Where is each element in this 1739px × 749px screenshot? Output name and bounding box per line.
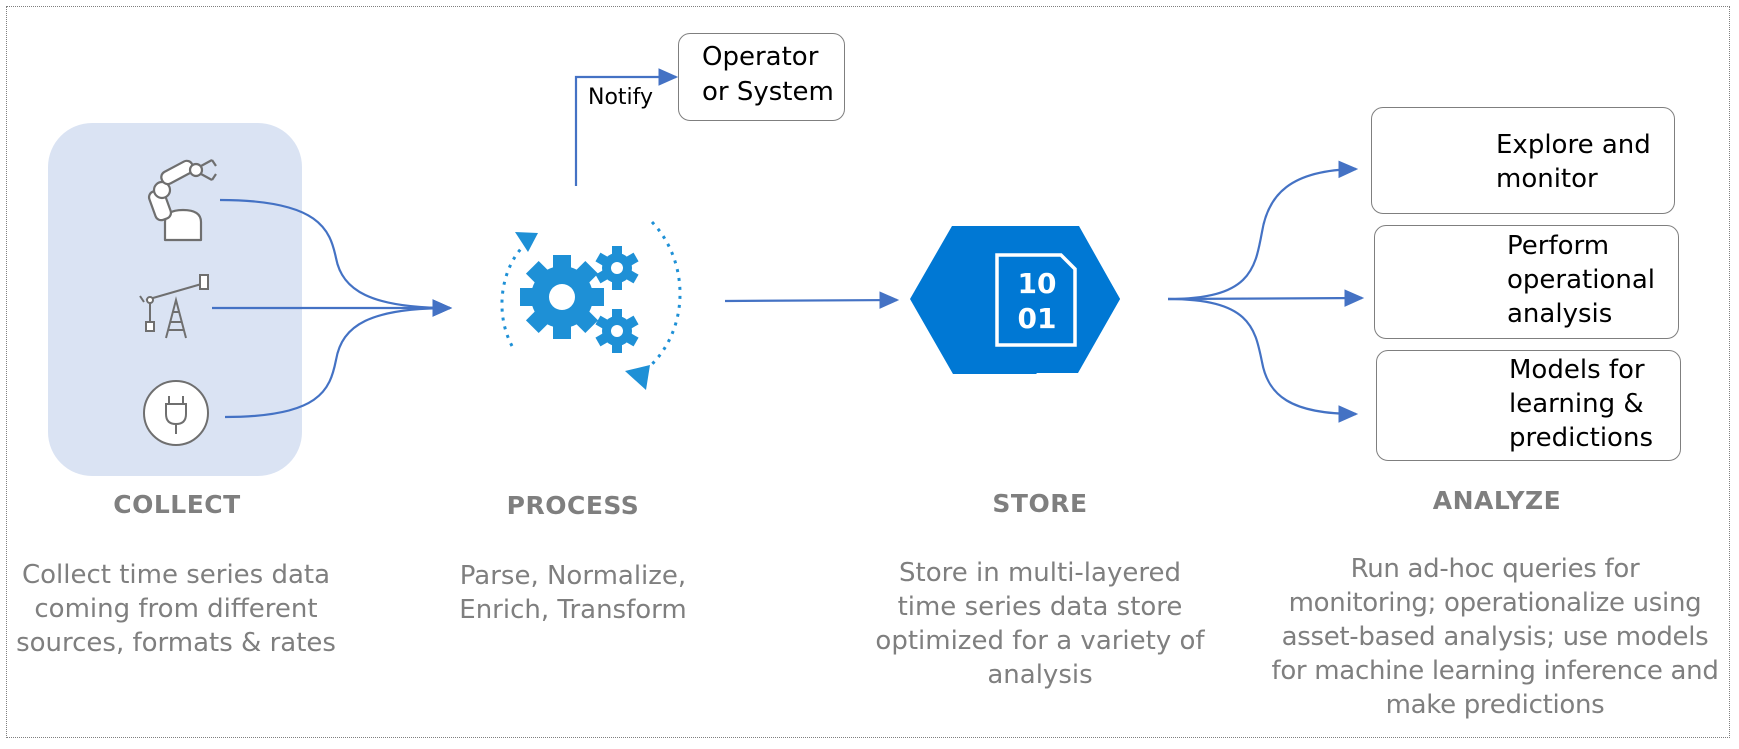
analyze-desc-line-5: make predictions xyxy=(1385,690,1605,720)
collect-panel xyxy=(48,123,302,476)
analyze-desc-line-4: for machine learning inference and xyxy=(1271,656,1719,686)
notify-arrow xyxy=(574,68,679,186)
operator-system-box: Operator or System xyxy=(678,33,845,121)
robot-arm-icon xyxy=(147,159,217,242)
analyze-box-explore: Explore and monitor xyxy=(1371,107,1675,214)
process-desc-line-2: Enrich, Transform xyxy=(459,595,687,625)
store-title: STORE xyxy=(992,489,1088,518)
store-digits-top: 10 xyxy=(1018,267,1057,300)
analyze-box-operational: Perform operational analysis xyxy=(1374,225,1679,339)
notify-label: Notify xyxy=(588,85,654,110)
models-line-3: predictions xyxy=(1509,423,1653,453)
store-hexagon-icon: 10 01 xyxy=(910,226,1120,374)
collect-description: Collect time series data coming from dif… xyxy=(16,558,336,660)
pump-jack-icon xyxy=(139,274,209,339)
store-description: Store in multi-layered time series data … xyxy=(860,556,1220,692)
operator-system-label: Operator or System xyxy=(702,40,834,110)
operational-line-3: analysis xyxy=(1507,299,1613,329)
store-digits-bottom: 01 xyxy=(1018,302,1057,335)
operational-line-2: operational xyxy=(1507,265,1655,295)
analyze-title: ANALYZE xyxy=(1432,486,1562,515)
explore-label: Explore and monitor xyxy=(1496,128,1651,196)
explore-line-1: Explore and xyxy=(1496,130,1651,160)
process-desc-line-1: Parse, Normalize, xyxy=(459,561,687,591)
process-to-store-arrow xyxy=(724,291,900,309)
process-description: Parse, Normalize, Enrich, Transform xyxy=(433,559,713,627)
store-desc-line-2: time series data store xyxy=(897,592,1183,622)
analyze-desc-line-1: Run ad-hoc queries for xyxy=(1350,554,1640,584)
collect-desc-line-3: sources, formats & rates xyxy=(16,628,336,658)
models-line-1: Models for xyxy=(1509,355,1645,385)
process-gears-icon xyxy=(500,220,682,390)
process-title: PROCESS xyxy=(506,491,640,520)
analyze-desc-line-3: asset-based analysis; use models xyxy=(1281,622,1709,652)
analyze-desc-line-2: monitoring; operationalize using xyxy=(1288,588,1702,618)
operational-line-1: Perform xyxy=(1507,231,1610,261)
models-line-2: learning & xyxy=(1509,389,1644,419)
store-desc-line-3: optimized for a variety of xyxy=(875,626,1205,656)
collect-desc-line-1: Collect time series data xyxy=(21,560,331,590)
power-plug-icon xyxy=(143,380,209,446)
store-to-analyze-arrows xyxy=(1167,160,1365,423)
collect-desc-line-2: coming from different xyxy=(34,594,318,624)
operator-line-1: Operator xyxy=(702,42,819,72)
store-desc-line-1: Store in multi-layered xyxy=(899,558,1181,588)
analyze-description: Run ad-hoc queries for monitoring; opera… xyxy=(1255,552,1735,722)
explore-line-2: monitor xyxy=(1496,164,1598,194)
store-desc-line-4: analysis xyxy=(987,660,1093,690)
diagram-frame xyxy=(6,6,1730,738)
analyze-box-models: Models for learning & predictions xyxy=(1376,350,1681,461)
collect-title: COLLECT xyxy=(113,490,241,519)
models-label: Models for learning & predictions xyxy=(1509,353,1653,455)
collect-to-process-arrows xyxy=(212,198,453,419)
operator-line-2: or System xyxy=(702,77,834,107)
operational-label: Perform operational analysis xyxy=(1507,229,1655,331)
